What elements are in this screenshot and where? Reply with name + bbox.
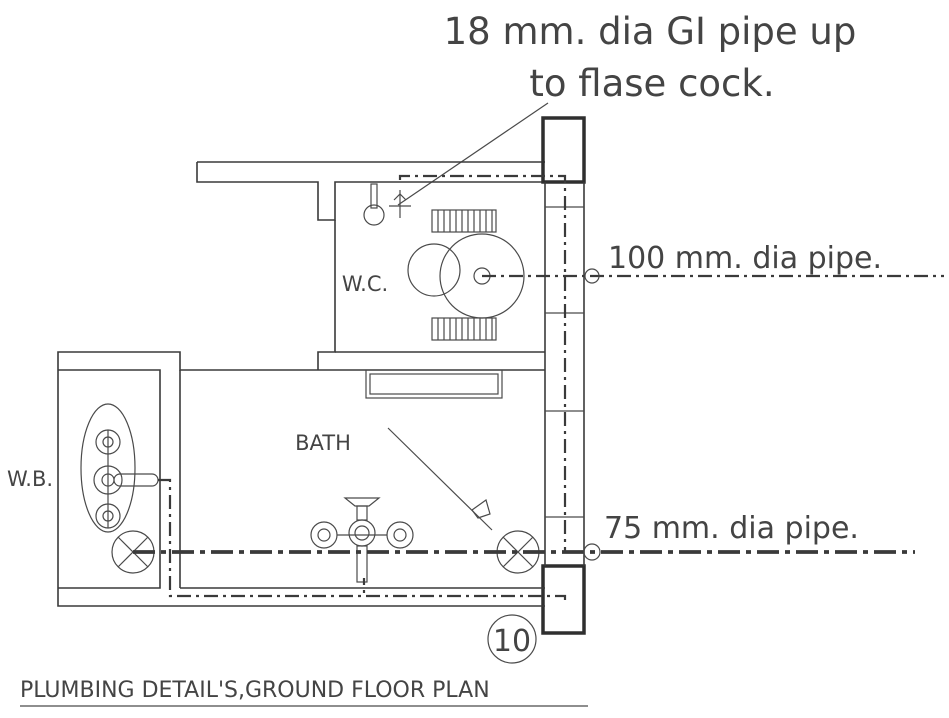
gi-pipe-label-line2: to flase cock. — [529, 62, 774, 105]
shower-mixer-icon — [310, 497, 414, 583]
bath-room-label: BATH — [295, 431, 351, 455]
bath-shelf — [365, 369, 503, 399]
pipe-75mm-label: 75 mm. dia pipe. — [604, 511, 859, 546]
shower-leader-line — [387, 427, 493, 531]
tap-icon — [363, 183, 411, 226]
wb-supply-pipe — [158, 478, 364, 598]
wc-pan-icon — [407, 233, 525, 319]
gi-pipe-leader-line — [397, 102, 549, 206]
column-top — [541, 116, 586, 184]
drawing-title: PLUMBING DETAIL'S,GROUND FLOOR PLAN — [20, 678, 490, 703]
bath-shelf-inner — [369, 373, 499, 395]
wc-wall-return — [196, 162, 545, 221]
pipe-75-stack-icon — [583, 543, 601, 561]
wb-room-label: W.B. — [7, 467, 53, 491]
shower-head-icon — [471, 499, 491, 519]
wb-niche — [58, 369, 161, 589]
pipe-100-stack-icon — [584, 268, 600, 284]
pipe-100mm-label: 100 mm. dia pipe. — [608, 241, 882, 276]
wc-room-label: W.C. — [342, 272, 388, 296]
wc-left-wall — [317, 220, 336, 370]
footrest-icon — [431, 209, 497, 341]
bath-outer-wall — [57, 351, 545, 607]
gi-pipe-label-line1: 18 mm. dia GI pipe up — [444, 10, 857, 53]
gi-pipe-branch — [362, 578, 567, 600]
detail-number: 10 — [493, 624, 531, 659]
detail-number-circle — [487, 614, 537, 664]
wash-basin-icon — [80, 403, 159, 533]
column-bottom — [541, 564, 586, 635]
gi-pipe-run — [398, 174, 567, 552]
